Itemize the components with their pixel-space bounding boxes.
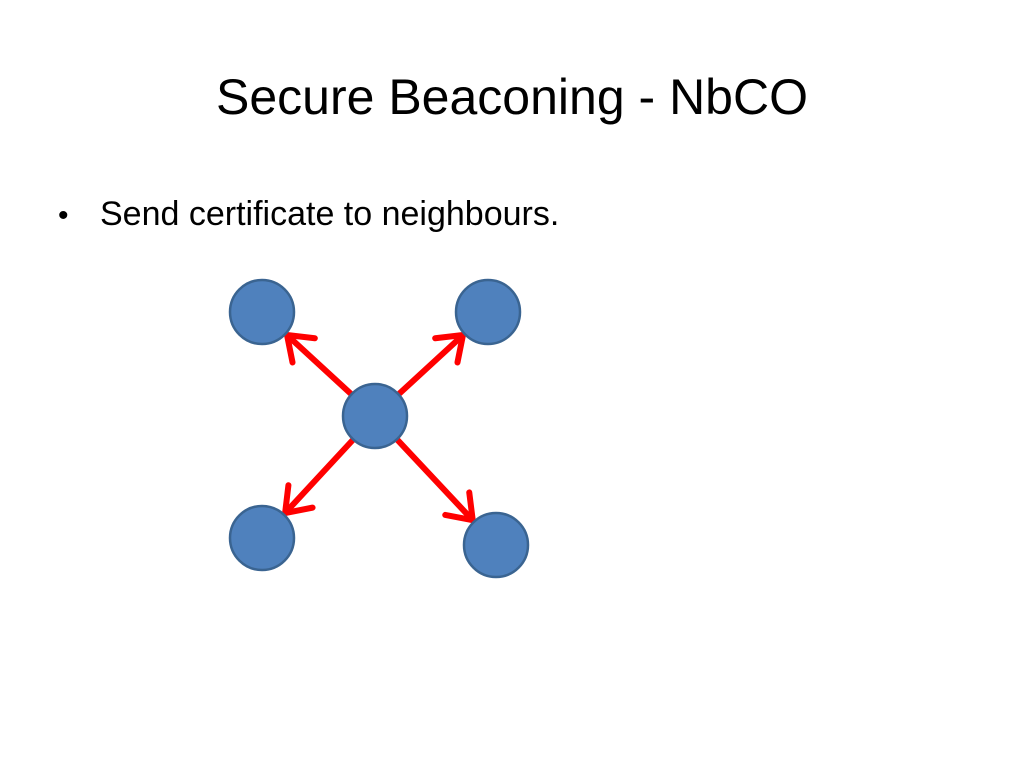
arrow-head-4 [442,489,476,524]
arrow-shaft-2 [395,332,466,398]
node-top-left [228,278,296,346]
bullet-icon: • [58,199,69,232]
arrow-shaft-4 [393,436,476,524]
arrow-shaft-3 [282,436,357,517]
nodes-group [228,278,530,579]
bullet-list: • Send certificate to neighbours. [58,190,559,240]
arrow-head-3 [282,482,316,517]
node-top-right [454,278,522,346]
slide-title: Secure Beaconing - NbCO [216,69,808,125]
arrow-head-2 [432,332,466,366]
arrow-shaft-1 [284,332,355,398]
bullet-item: • Send certificate to neighbours. [58,190,559,240]
arrows-group [282,332,476,524]
bullet-text: Send certificate to neighbours. [100,195,560,233]
arrow-head-1 [284,332,318,366]
node-bottom-right [462,511,530,579]
center-node [341,382,409,450]
node-bottom-left [228,504,296,572]
